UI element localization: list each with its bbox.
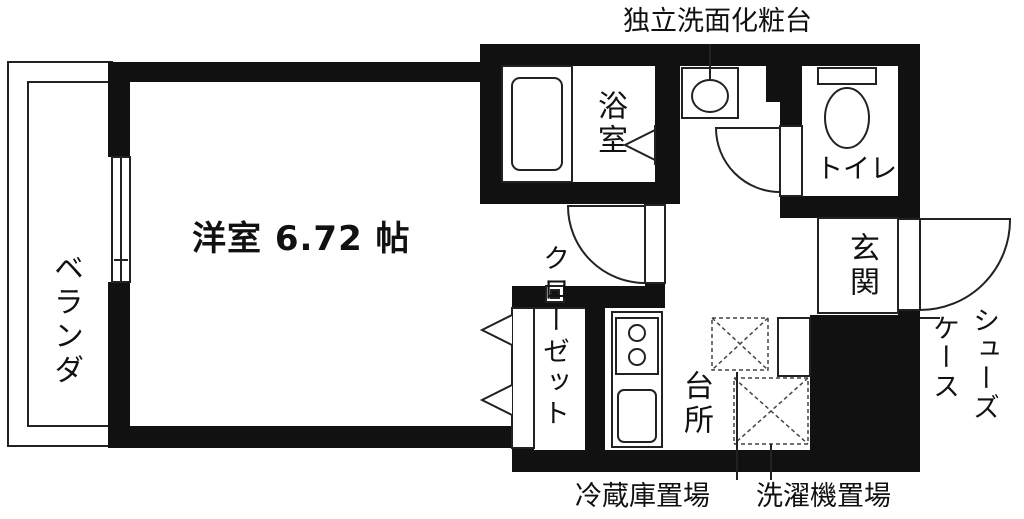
window bbox=[111, 156, 131, 283]
fridge-space-label: 冷蔵庫置場 bbox=[575, 481, 710, 512]
closet-doors bbox=[479, 285, 565, 449]
entrance-area bbox=[817, 217, 899, 314]
fridge-space bbox=[711, 317, 769, 371]
balcony-label: ベランダ bbox=[48, 252, 83, 388]
shoe-case-line1: シューズ bbox=[968, 306, 999, 422]
counter bbox=[777, 317, 811, 377]
bath-label: 浴室 bbox=[592, 90, 627, 158]
washer-space-label: 洗濯機置場 bbox=[756, 481, 891, 512]
stove bbox=[611, 311, 663, 448]
toilet-label: トイレ bbox=[816, 154, 897, 185]
closet-label: クローゼット bbox=[538, 244, 569, 430]
vanity-label: 独立洗面化粧台 bbox=[623, 6, 812, 37]
western-room-label: 洋室 6.72 帖 bbox=[192, 219, 411, 259]
door-arcs bbox=[566, 125, 1012, 311]
bathtub bbox=[501, 65, 573, 183]
entrance-label: 玄関 bbox=[844, 232, 879, 300]
vanity-sink bbox=[681, 44, 739, 119]
toilet-fixture bbox=[817, 67, 877, 149]
shoe-case-line2: ケース bbox=[928, 314, 959, 401]
shoe-case-label: シューズ ケース bbox=[928, 306, 1010, 466]
washer-space bbox=[733, 377, 809, 445]
kitchen-label: 台所 bbox=[678, 370, 713, 438]
leader-lines bbox=[736, 317, 940, 480]
bath-door bbox=[622, 125, 656, 165]
